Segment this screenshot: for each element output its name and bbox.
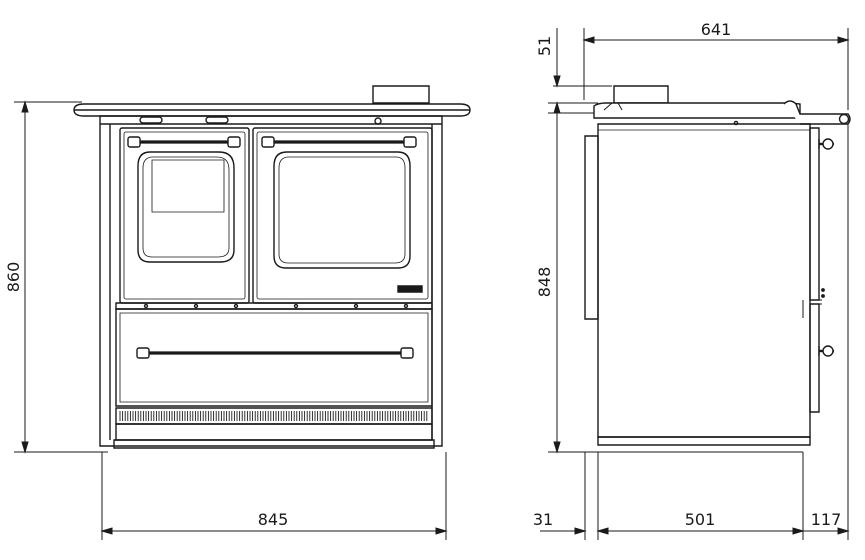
side-front-label: 117	[811, 510, 842, 529]
side-back-label: 31	[533, 510, 553, 529]
side-plinth	[598, 437, 810, 445]
flue-offset-label: 51	[535, 36, 554, 56]
front-width-label: 845	[258, 510, 289, 529]
side-view	[585, 86, 850, 452]
front-plinth	[116, 424, 432, 440]
side-height-label: 848	[535, 267, 554, 298]
front-view	[74, 86, 470, 448]
front-flue-collar	[373, 86, 429, 103]
side-body	[598, 124, 810, 437]
storage-drawer	[116, 309, 432, 406]
side-rear-panel	[585, 136, 598, 319]
front-body	[100, 116, 442, 446]
front-height-label: 860	[4, 262, 23, 293]
side-front-drawer	[810, 304, 819, 412]
firebox-door	[120, 128, 249, 303]
side-rail	[784, 101, 850, 124]
firebox-inner-panel	[152, 160, 224, 212]
front-top-dot	[375, 118, 381, 124]
side-depth-label: 641	[701, 20, 732, 39]
firebox-window	[138, 152, 234, 262]
ventilation-grille	[116, 408, 432, 424]
front-separator	[116, 303, 432, 309]
side-top	[594, 103, 800, 118]
oven-window	[274, 152, 410, 268]
side-dimensions	[540, 28, 848, 540]
side-door-handle	[819, 139, 834, 149]
side-flue-collar	[614, 86, 668, 103]
side-front-door	[810, 128, 819, 300]
front-dimensions	[14, 102, 446, 540]
side-body-label: 501	[685, 510, 716, 529]
front-top-knob-right	[206, 117, 228, 123]
side-drawer-handle	[819, 346, 834, 356]
front-base	[114, 440, 434, 448]
grille-slots	[120, 411, 427, 421]
front-top-knob-left	[140, 117, 162, 123]
brand-plate	[398, 286, 422, 292]
